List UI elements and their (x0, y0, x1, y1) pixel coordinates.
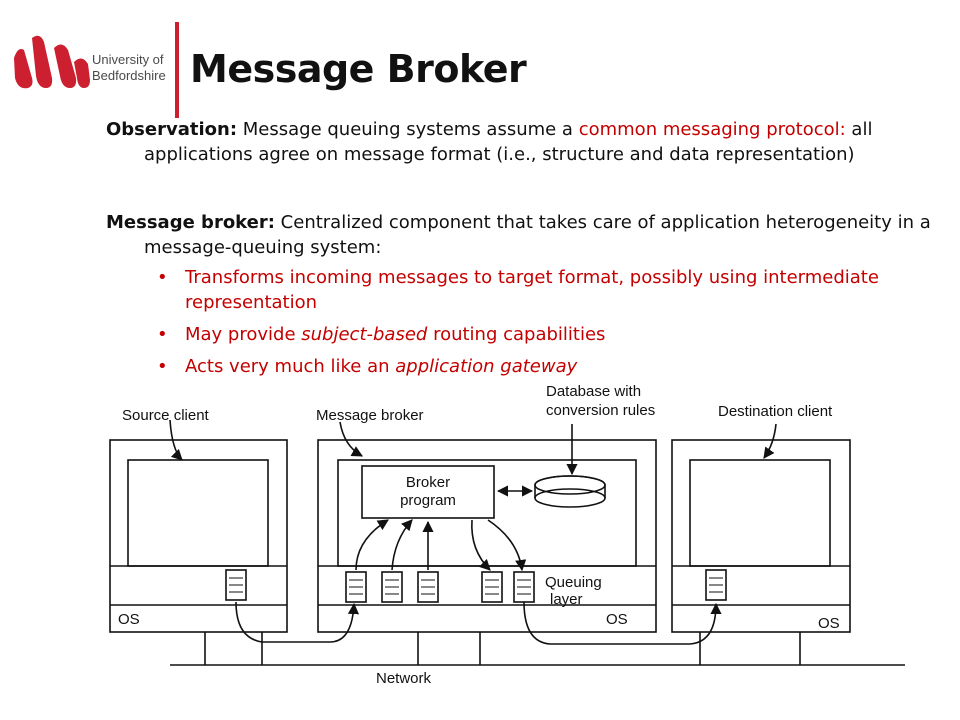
destination-client-label: Destination client (718, 403, 833, 420)
source-client-app-area (127, 459, 269, 567)
bullet-dot-icon: • (157, 356, 168, 377)
bullet-item-gateway: • Acts very much like an application gate… (157, 354, 897, 379)
observation-label: Observation: (106, 119, 238, 140)
bullet-emphasis: application gateway (395, 356, 578, 377)
logo-line-1: University of (92, 52, 164, 67)
bullet-emphasis: subject-based (301, 324, 428, 345)
destination-client-box (671, 439, 851, 633)
broker-queues (345, 571, 535, 603)
bullet-list: • Transforms incoming messages to target … (157, 265, 897, 386)
database-label-line2: conversion rules (546, 402, 655, 419)
logo-line-2: Bedfordshire (92, 68, 166, 83)
broker-program-box (361, 465, 495, 519)
broker-inner-area (337, 459, 637, 567)
broker-paragraph: Message broker: Centralized component th… (106, 210, 934, 260)
observation-highlight: common messaging protocol: (578, 119, 846, 140)
broker-program-line2: program (400, 492, 456, 509)
bullet-item-transforms: • Transforms incoming messages to target … (157, 265, 897, 315)
source-client-box (109, 439, 288, 633)
bullet-dot-icon: • (157, 267, 168, 288)
message-broker-label: Message broker (316, 407, 424, 424)
queuing-layer-line2: layer (550, 591, 583, 608)
network-label: Network (376, 670, 432, 687)
bullet-dot-icon: • (157, 324, 168, 345)
observation-paragraph: Observation: Message queuing systems ass… (106, 117, 934, 167)
broker-text: Centralized component that takes care of… (144, 212, 931, 258)
observation-text-2: all applications agree on message format… (144, 119, 873, 165)
source-queue-icon (225, 569, 247, 601)
broker-program-line1: Broker (406, 474, 450, 491)
bullet-text: Transforms incoming messages to target f… (185, 267, 879, 313)
observation-text-1: Message queuing systems assume a (237, 119, 579, 140)
queuing-layer-line1: Queuing (545, 574, 602, 591)
university-logo-icon (14, 35, 90, 89)
broker-os-label: OS (606, 611, 628, 628)
destination-os-label: OS (818, 615, 840, 632)
bullet-post: routing capabilities (427, 324, 606, 345)
header-divider (175, 22, 179, 118)
bullet-pre: May provide (185, 324, 302, 345)
slide-title: Message Broker (190, 47, 527, 91)
message-broker-box (317, 439, 657, 633)
source-client-label: Source client (122, 407, 210, 424)
destination-client-app-area (689, 459, 831, 567)
destination-queue-icon (705, 569, 727, 601)
broker-label: Message broker: (106, 212, 275, 233)
logo-text: University of Bedfordshire (92, 52, 166, 84)
message-broker-diagram: Source client Message broker Database wi… (109, 383, 905, 687)
bullet-item-routing: • May provide subject-based routing capab… (157, 322, 897, 347)
database-label-line1: Database with (546, 383, 641, 400)
source-os-label: OS (118, 611, 140, 628)
bullet-pre: Acts very much like an (185, 356, 396, 377)
